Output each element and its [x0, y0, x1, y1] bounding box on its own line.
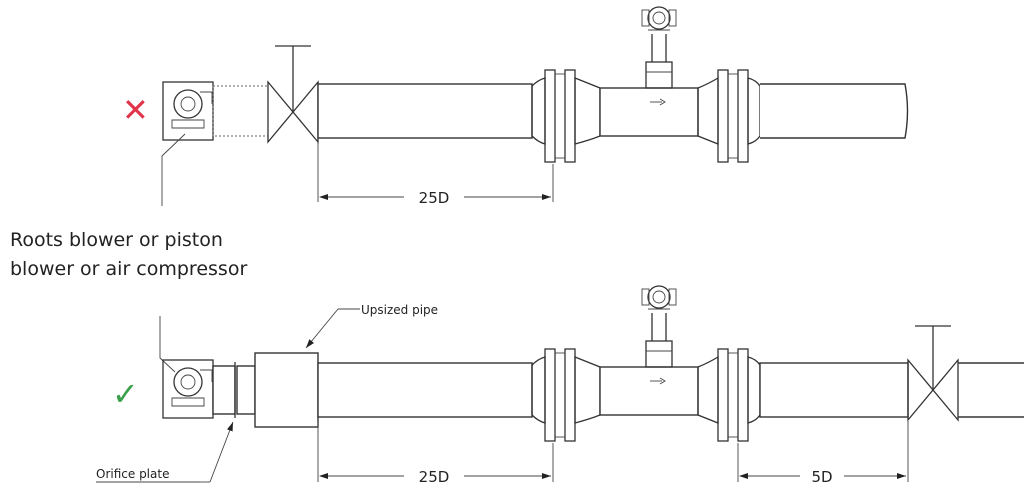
upsized-pipe-callout: Upsized pipe — [305, 303, 438, 349]
flange-icon — [531, 348, 601, 442]
blower-icon — [162, 359, 214, 419]
meter-body — [599, 366, 699, 416]
arrow-icon — [650, 98, 666, 106]
orifice-plate-callout: Orifice plate — [96, 421, 234, 483]
dotted-connection — [212, 85, 269, 137]
blower-leader-bottom — [159, 316, 176, 373]
upsized-pipe-label: Upsized pipe — [361, 303, 438, 317]
meter-body — [599, 87, 699, 137]
dimension-25d-bottom: 25D — [317, 421, 554, 486]
upstream-pipe — [317, 362, 533, 418]
flange-icon — [697, 348, 761, 442]
upsized-pipe — [254, 352, 319, 428]
gate-valve-icon — [907, 325, 959, 422]
blower-icon — [162, 81, 214, 141]
bottom-upstream-dimension-label: 25D — [419, 468, 450, 486]
blower-caption-line1: Roots blower or piston — [10, 229, 223, 251]
dimension-25d-top: 25D — [317, 142, 554, 207]
gate-valve-icon — [267, 45, 319, 144]
downstream-pipe — [760, 83, 909, 139]
flowmeter-icon — [641, 6, 677, 89]
flowmeter-icon — [641, 285, 677, 368]
orifice-plate-label: Orifice plate — [96, 467, 169, 481]
orifice-section — [212, 365, 236, 415]
outlet-pipe — [958, 362, 1024, 418]
blower-caption-line2: blower or air compressor — [10, 258, 247, 280]
flange-icon — [531, 69, 601, 163]
bottom-installation: ✓ — [96, 285, 1024, 486]
top-dimension-label: 25D — [419, 189, 450, 207]
wrong-mark: ✕ — [122, 91, 149, 129]
top-installation: ✕ — [122, 6, 909, 207]
downstream-pipe — [759, 362, 909, 418]
right-mark: ✓ — [112, 375, 139, 413]
upstream-pipe — [317, 83, 533, 139]
flange-icon — [697, 69, 761, 163]
blower-leader-top — [161, 133, 186, 206]
bottom-downstream-dimension-label: 5D — [811, 468, 832, 486]
dimension-5d: 5D — [737, 421, 909, 486]
arrow-icon — [650, 377, 666, 385]
